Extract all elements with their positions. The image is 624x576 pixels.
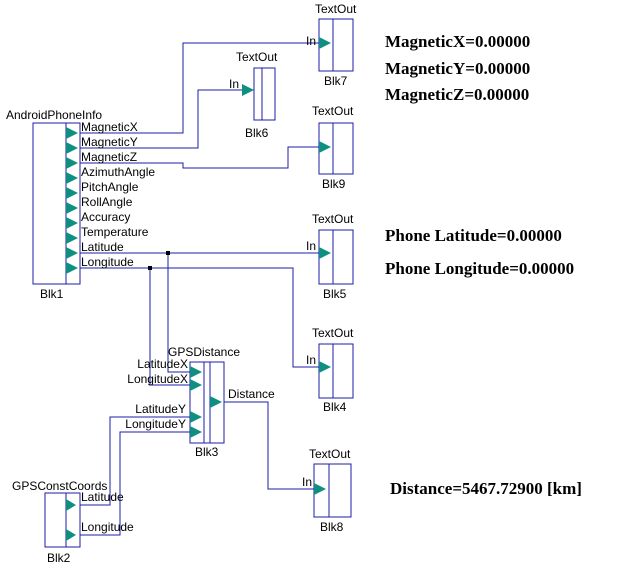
block-body: [44, 492, 81, 548]
port-label: MagneticY: [81, 135, 138, 149]
block-textout-blk4[interactable]: TextOut In Blk4: [306, 326, 354, 414]
port-label: In: [229, 77, 239, 91]
wire-distance-blk8[interactable]: [224, 401, 314, 490]
output-port-icon[interactable]: [66, 127, 78, 139]
input-port-icon[interactable]: [319, 141, 331, 153]
port-label: In: [306, 34, 316, 48]
output-port-icon[interactable]: [66, 232, 78, 244]
block-id: Blk4: [323, 400, 347, 414]
block-title: AndroidPhoneInfo: [6, 108, 102, 122]
output-port-icon[interactable]: [66, 529, 76, 541]
block-title: TextOut: [236, 50, 278, 64]
output-port-icon[interactable]: [66, 217, 78, 229]
input-port-icon[interactable]: [319, 37, 331, 49]
block-id: Blk5: [323, 287, 347, 301]
port-label: Accuracy: [81, 210, 130, 224]
input-port-icon[interactable]: [190, 366, 202, 378]
port-label: RollAngle: [81, 195, 133, 209]
block-id: Blk6: [245, 126, 269, 140]
output-port-icon[interactable]: [66, 499, 76, 511]
output-port-icon[interactable]: [66, 247, 78, 259]
output-port-icon[interactable]: [66, 262, 78, 274]
output-port-icon[interactable]: [210, 396, 222, 408]
block-gps-distance[interactable]: GPSDistance Blk3 LatitudeX LongitudeX La…: [125, 345, 275, 459]
block-title: TextOut: [309, 447, 351, 461]
output-magnetic-y: MagneticY=0.00000: [385, 59, 530, 78]
wire-magneticz-blk9[interactable]: [80, 146, 319, 169]
wires: [80, 42, 319, 536]
output-port-icon[interactable]: [66, 157, 78, 169]
junction-dot-longitude: [148, 266, 152, 270]
port-label: Latitude: [81, 240, 124, 254]
block-id: Blk9: [322, 177, 346, 191]
wire-latitude-gps-latitudex[interactable]: [167, 253, 190, 373]
block-textout-blk6[interactable]: TextOut In Blk6: [229, 50, 278, 140]
block-body: [318, 229, 354, 285]
output-port-icon[interactable]: [66, 172, 78, 184]
block-id: Blk8: [320, 520, 344, 534]
block-id: Blk7: [324, 74, 348, 88]
wire-magneticy-blk6[interactable]: [80, 89, 254, 149]
port-label: Longitude: [81, 520, 134, 534]
block-id: Blk1: [40, 287, 64, 301]
output-port-icon[interactable]: [66, 187, 78, 199]
output-magnetic-x: MagneticX=0.00000: [385, 32, 530, 51]
output-port-icon[interactable]: [66, 142, 78, 154]
block-id: Blk3: [195, 445, 219, 459]
port-label: In: [306, 239, 316, 253]
block-body: [253, 67, 276, 121]
block-title: TextOut: [315, 2, 357, 16]
port-label: MagneticZ: [81, 150, 137, 164]
port-label: LongitudeX: [127, 372, 188, 386]
wire-const-longitude-gps-longitudey[interactable]: [80, 431, 190, 536]
block-title: GPSDistance: [168, 345, 240, 359]
port-label: In: [302, 475, 312, 489]
port-label: Distance: [228, 387, 275, 401]
port-label: Latitude: [81, 490, 124, 504]
block-title: TextOut: [312, 212, 354, 226]
wire-const-latitude-gps-latitudey[interactable]: [80, 416, 190, 506]
wire-longitude-blk4[interactable]: [80, 267, 319, 368]
block-id: Blk2: [47, 551, 71, 565]
junction-dot-latitude: [166, 251, 170, 255]
block-textout-blk9[interactable]: TextOut Blk9: [312, 104, 354, 191]
output-port-icon[interactable]: [66, 202, 78, 214]
port-label: LatitudeY: [135, 402, 186, 416]
input-port-icon[interactable]: [190, 379, 202, 391]
port-label: LatitudeX: [137, 357, 188, 371]
output-distance: Distance=5467.72900 [km]: [390, 479, 582, 498]
block-textout-blk8[interactable]: TextOut In Blk8: [302, 447, 352, 534]
block-title: TextOut: [312, 326, 354, 340]
output-magnetic-z: MagneticZ=0.00000: [385, 85, 529, 104]
port-label: MagneticX: [81, 120, 138, 134]
input-port-icon[interactable]: [190, 411, 202, 423]
block-body: [318, 343, 354, 399]
input-port-icon[interactable]: [319, 247, 331, 259]
block-textout-blk5[interactable]: TextOut In Blk5: [306, 212, 354, 301]
wire-longitude-gps-longitudex[interactable]: [149, 268, 190, 386]
port-label: LongitudeY: [125, 417, 186, 431]
port-label: In: [306, 353, 316, 367]
block-title: TextOut: [312, 104, 354, 118]
port-label: PitchAngle: [81, 180, 139, 194]
block-gps-const-coords[interactable]: GPSConstCoords Blk2 Latitude Longitude: [12, 479, 134, 565]
input-port-icon[interactable]: [242, 84, 254, 96]
port-label: Longitude: [81, 255, 134, 269]
input-port-icon[interactable]: [314, 483, 326, 495]
block-android-phone-info[interactable]: AndroidPhoneInfo Blk1 MagneticXMagneticY…: [6, 108, 155, 301]
wire-magneticx-blk7[interactable]: [80, 42, 319, 134]
output-phone-latitude: Phone Latitude=0.00000: [385, 226, 562, 245]
port-label: AzimuthAngle: [81, 165, 155, 179]
block-textout-blk7[interactable]: TextOut In Blk7: [306, 2, 357, 88]
port-label: Temperature: [81, 225, 149, 239]
input-port-icon[interactable]: [190, 426, 202, 438]
input-port-icon[interactable]: [319, 361, 331, 373]
block-title: GPSConstCoords: [12, 479, 107, 493]
output-phone-longitude: Phone Longitude=0.00000: [385, 259, 574, 278]
